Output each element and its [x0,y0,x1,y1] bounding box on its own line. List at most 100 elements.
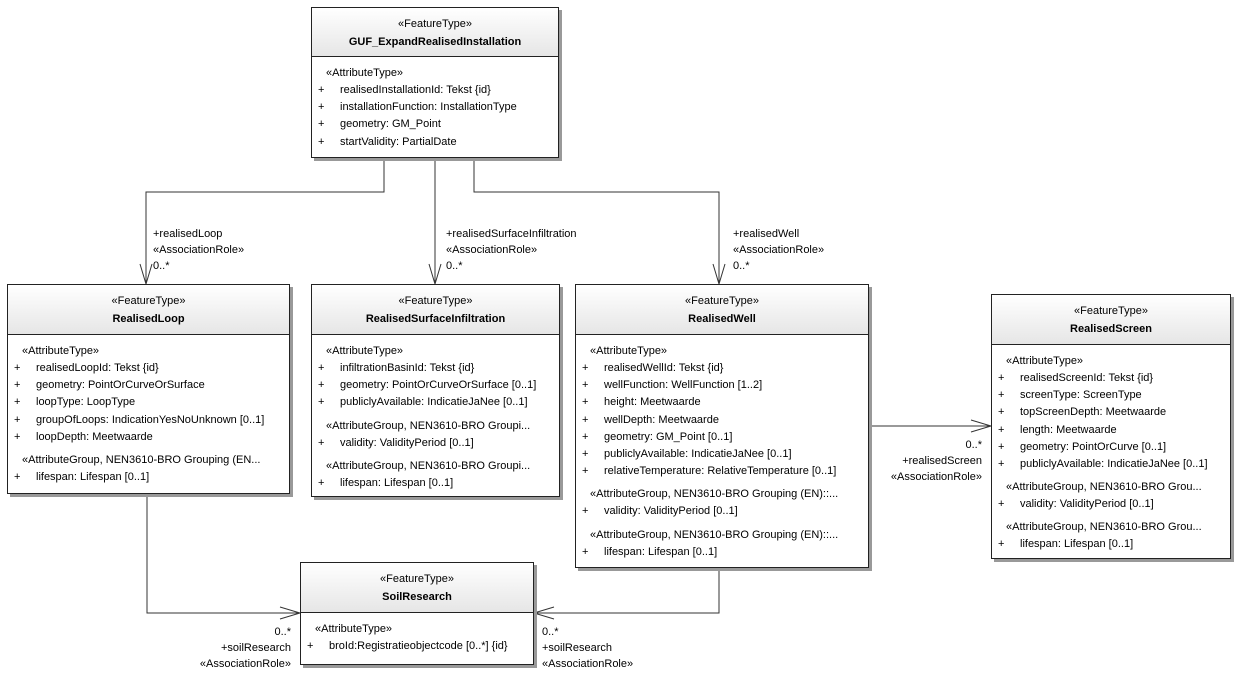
visibility-marker: + [998,538,1005,551]
visibility-marker: + [318,362,325,374]
attribute-text: loopDepth: Meetwaarde [36,430,153,443]
visibility-marker: + [14,362,21,374]
attribute-row[interactable]: +height: Meetwaarde [576,394,868,411]
class-stereotype: «FeatureType» [685,295,759,307]
visibility-marker: + [318,101,325,114]
visibility-marker: + [582,505,589,518]
visibility-marker: + [14,471,21,484]
attribute-text: lifespan: Lifespan [0..1] [36,471,150,484]
attribute-text: groupOfLoops: IndicationYesNoUnknown [0.… [36,413,265,426]
visibility-marker: + [998,372,1005,384]
attribute-row[interactable]: +validity: ValidityPeriod [0..1] [312,435,559,452]
attribute-row[interactable]: +groupOfLoops: IndicationYesNoUnknown [0… [8,412,289,429]
visibility-marker: + [318,436,325,449]
attribute-row[interactable]: +publiclyAvailable: IndicatieJaNee [0..1… [312,394,559,411]
attribute-section-stereotype: «AttributeType» [22,345,100,357]
attribute-row[interactable]: + screenType: ScreenType [992,387,1230,404]
attribute-row[interactable]: +realisedInstallationId: Tekst {id} [312,82,558,99]
attribute-section-stereotype: «AttributeGroup, NEN3610-BRO Grouping (E… [22,454,261,467]
attribute-row[interactable]: +geometry: GM_Point [312,116,558,133]
attribute-text: realisedWellId: Tekst {id} [604,362,724,374]
visibility-marker: + [998,498,1005,511]
class-stereotype: «FeatureType» [111,295,186,307]
multiplicity: 0..* [153,260,170,272]
attribute-row[interactable]: +validity: ValidityPeriod [0..1] [992,496,1230,513]
attribute-section-stereotype: «AttributeType» [326,67,404,79]
role-name: +soilResearch [220,642,291,654]
class-realised-loop[interactable]: «FeatureType» RealisedLoop «AttributeTyp… [7,284,290,494]
attribute-section: «AttributeGroup, NEN3610-BRO Grou... +val… [992,479,1230,513]
visibility-marker: + [582,413,589,426]
visibility-marker: + [998,458,1005,471]
visibility-marker: + [14,396,21,409]
class-name: RealisedScreen [1070,323,1152,335]
attribute-text: publiclyAvailable: IndicatieJaNee [0..1] [340,396,528,409]
attribute-row[interactable]: +loopDepth: Meetwaarde [8,429,289,446]
class-realised-surface-infiltration[interactable]: «FeatureType» RealisedSurfaceInfiltratio… [311,284,560,497]
class-stereotype: «FeatureType» [1074,305,1148,317]
attribute-row[interactable]: + lifespan: Lifespan [0..1] [8,469,289,486]
attribute-row[interactable]: +lifespan: Lifespan [0..1] [576,544,868,561]
visibility-marker: + [307,640,314,652]
attribute-section: «AttributeType»+realisedScreenId: Tekst … [992,353,1230,473]
attribute-row[interactable]: +loopType: LoopType [8,394,289,411]
class-stereotype: «FeatureType» [398,295,473,307]
attribute-section: «AttributeType»+realisedLoopId: Tekst {i… [8,343,289,446]
attribute-row[interactable]: +installationFunction: InstallationType [312,99,558,116]
attribute-section: «AttributeType»+realisedWellId: Tekst {i… [576,343,868,480]
attribute-row[interactable]: +wellFunction: WellFunction [1..2] [576,377,868,394]
attribute-section: «AttributeGroup, NEN3610-BRO Groupi...+l… [312,458,559,492]
attribute-row[interactable]: +publiclyAvailable: IndicatieJaNee [0..1… [576,446,868,463]
attribute-row[interactable]: +geometry: PointOrCurve [0..1] [992,439,1230,456]
visibility-marker: + [582,545,589,558]
class-name: SoilResearch [382,591,452,603]
attribute-row[interactable]: +realisedWellId: Tekst {id} [576,360,868,377]
attribute-row[interactable]: + lifespan: Lifespan [0..1] [312,475,559,492]
visibility-marker: + [998,406,1005,419]
attribute-row[interactable]: +length: Meetwaarde [992,422,1230,439]
class-realised-well[interactable]: «FeatureType» RealisedWell «AttributeTyp… [575,284,869,568]
attribute-text: lifespan: Lifespan [0..1] [340,476,454,489]
visibility-marker: + [318,476,325,489]
class-attributes: «AttributeType»+realisedWellId: Tekst {i… [576,335,868,561]
attribute-text: geometry: PointOrCurveOrSurface [36,379,205,392]
attribute-row[interactable]: +topScreenDepth: Meetwaarde [992,404,1230,421]
attribute-text: realisedLoopId: Tekst {id} [36,362,159,374]
class-name: RealisedWell [688,313,756,325]
association-label-realised-well: +realisedWell «AssociationRole» 0..* [733,226,824,274]
attribute-text: screenType: ScreenType [1020,389,1142,402]
attribute-row[interactable]: +validity: ValidityPeriod [0..1] [576,503,868,520]
attribute-section-stereotype: «AttributeGroup, NEN3610-BRO Grou... [1006,481,1202,494]
attribute-row[interactable]: +lifespan: Lifespan [0..1] [992,536,1230,553]
attribute-text: geometry: PointOrCurveOrSurface [0..1] [340,379,537,392]
class-name: RealisedLoop [112,313,185,325]
class-realised-screen[interactable]: «FeatureType» RealisedScreen «AttributeT… [991,294,1231,559]
visibility-marker: + [582,379,589,392]
association-label-realised-surface-infiltration: +realisedSurfaceInfiltration «Associatio… [446,226,577,274]
attribute-row[interactable]: +realisedScreenId: Tekst {id} [992,370,1230,387]
attribute-text: relativeTemperature: RelativeTemperature… [604,465,837,478]
role-stereotype: «AssociationRole» [446,244,538,256]
attribute-row[interactable]: +geometry: PointOrCurveOrSurface [8,377,289,394]
attribute-row[interactable]: +startValidity: PartialDate [312,134,558,151]
attribute-row[interactable]: +infiltrationBasinId: Tekst {id} [312,360,559,377]
attribute-row[interactable]: + realisedLoopId: Tekst {id} [8,360,289,377]
attribute-row[interactable]: + broId:Registratieobjectcode [0..*] {id} [301,638,533,655]
attribute-row[interactable]: +relativeTemperature: RelativeTemperatur… [576,463,868,480]
visibility-marker: + [998,423,1005,436]
class-stereotype: «FeatureType» [398,18,472,30]
attribute-section-stereotype: «AttributeType» [326,345,404,357]
attribute-row[interactable]: +geometry: PointOrCurveOrSurface [0..1] [312,377,559,394]
attribute-row[interactable]: +wellDepth: Meetwaarde [576,412,868,429]
attribute-row[interactable]: +geometry: GM_Point [0..1] [576,429,868,446]
attribute-section: «AttributeGroup, NEN3610-BRO Grouping (E… [8,452,289,486]
visibility-marker: + [998,389,1005,402]
class-soil-research[interactable]: «FeatureType» SoilResearch «AttributeTyp… [300,562,534,665]
attribute-text: broId:Registratieobjectcode [0..*] {id} [329,640,508,652]
attribute-row[interactable]: +publiclyAvailable: IndicatieJaNee [0..1… [992,456,1230,473]
class-guf-expand-realised-installation[interactable]: «FeatureType» GUF_ExpandRealisedInstalla… [311,7,559,158]
association-line-soil-research-left [146,494,300,614]
visibility-marker: + [318,84,325,96]
role-name: +realisedSurfaceInfiltration [446,228,577,240]
